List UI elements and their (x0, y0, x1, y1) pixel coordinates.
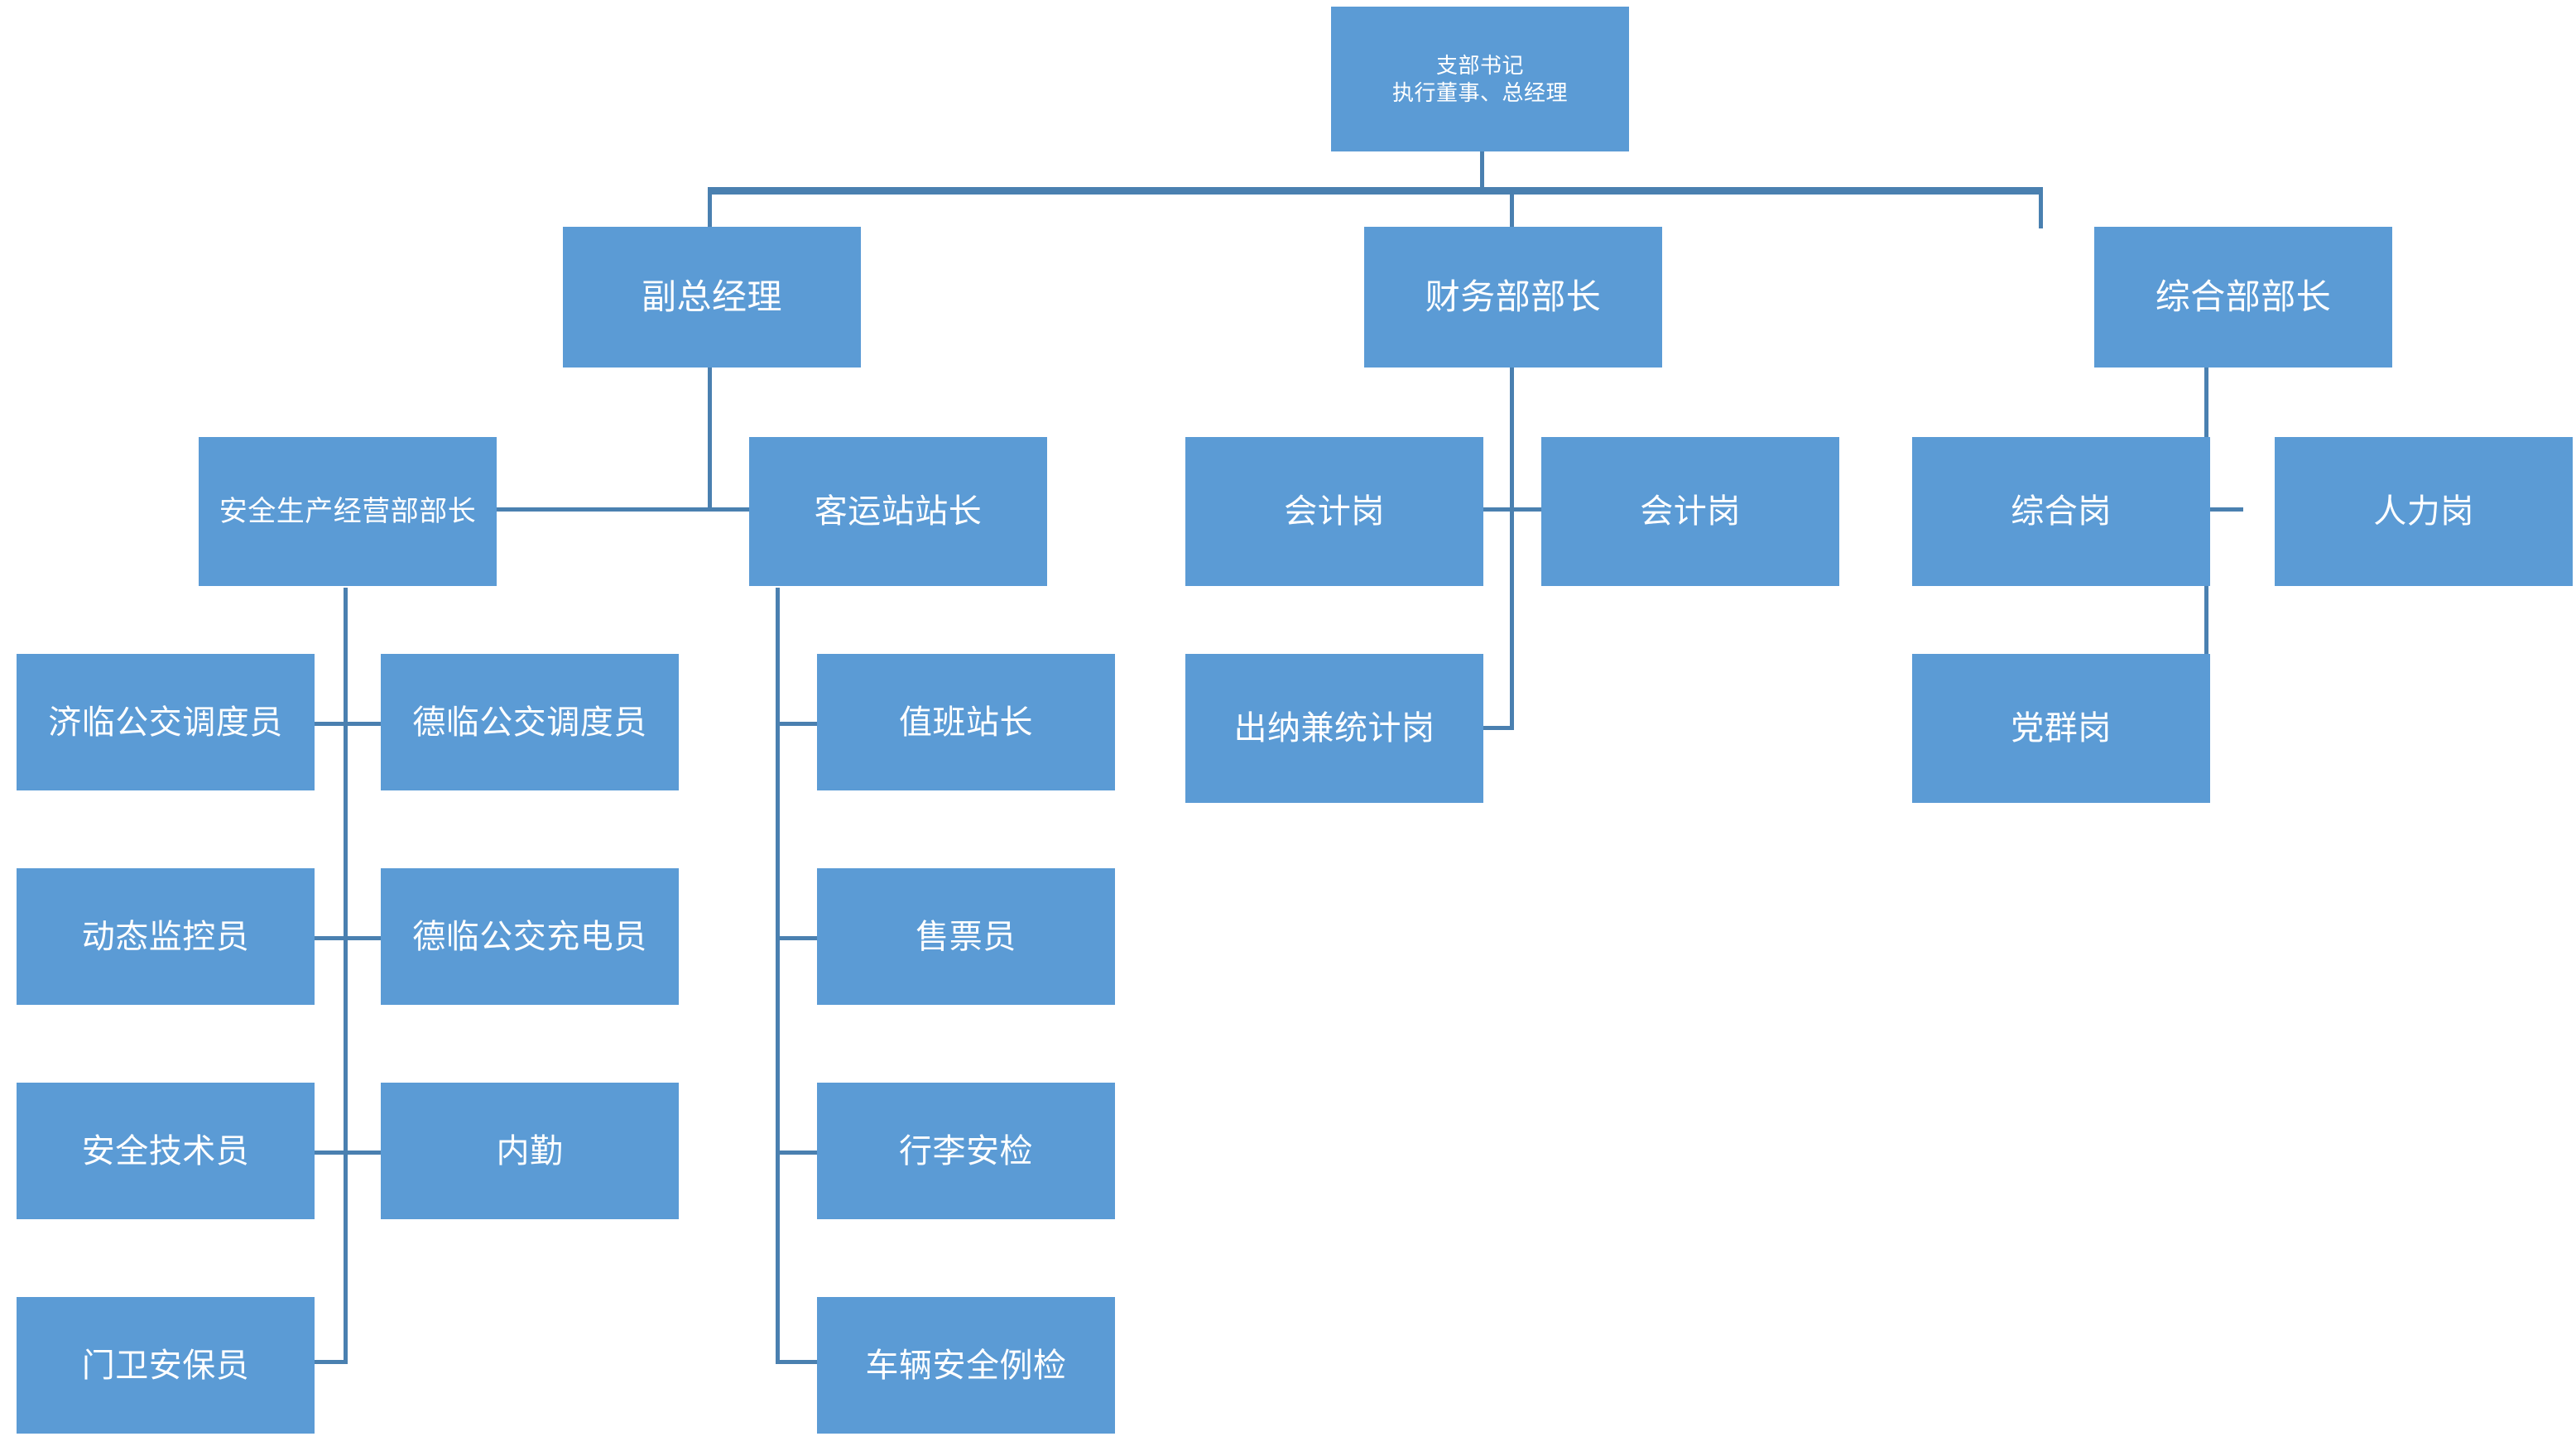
node-cashier-statistics-post-label: 出纳兼统计岗 (1233, 710, 1435, 747)
node-general-post[interactable]: 综合岗 (1912, 437, 2210, 586)
node-ticket-seller[interactable]: 售票员 (817, 868, 1115, 1005)
node-gate-security-guard-label: 门卫安保员 (81, 1347, 250, 1384)
connector-station-row-1 (776, 722, 817, 726)
connector-general-posts (2177, 507, 2243, 512)
node-finance-director-label: 财务部部长 (1425, 276, 1602, 316)
node-dynamic-monitor[interactable]: 动态监控员 (17, 868, 315, 1005)
node-dynamic-monitor-label: 动态监控员 (81, 918, 250, 955)
node-vice-general-manager-label: 副总经理 (641, 276, 782, 316)
connector-station-row-2 (776, 936, 817, 940)
connector-station-row-4 (776, 1360, 817, 1364)
connector-safety-row-4 (315, 1360, 348, 1364)
connector-vice-gm-stem (708, 366, 712, 509)
node-station-master-label: 客运站站长 (814, 493, 983, 530)
connector-station-trunk (776, 588, 780, 1363)
node-safety-technician-label: 安全技术员 (81, 1132, 250, 1170)
connector-drop-vice-gm (708, 187, 712, 228)
node-hr-post[interactable]: 人力岗 (2275, 437, 2573, 586)
node-delin-bus-dispatcher[interactable]: 德临公交调度员 (381, 654, 679, 790)
node-baggage-security-check-label: 行李安检 (899, 1132, 1033, 1170)
node-baggage-security-check[interactable]: 行李安检 (817, 1083, 1115, 1219)
connector-finance-trunk (1510, 366, 1514, 730)
node-vehicle-safety-inspection[interactable]: 车辆安全例检 (817, 1297, 1115, 1434)
node-hr-post-label: 人力岗 (2373, 493, 2474, 530)
connector-drop-finance (1510, 187, 1514, 228)
node-safety-production-director[interactable]: 安全生产经营部部长 (199, 437, 497, 586)
connector-vice-gm-crossbar (495, 507, 752, 512)
node-jilin-bus-dispatcher[interactable]: 济临公交调度员 (17, 654, 315, 790)
node-safety-production-director-label: 安全生产经营部部长 (219, 495, 477, 527)
node-party-mass-post[interactable]: 党群岗 (1912, 654, 2210, 803)
node-accountant-post-1-label: 会计岗 (1284, 493, 1385, 530)
node-finance-director[interactable]: 财务部部长 (1364, 227, 1662, 368)
node-station-master[interactable]: 客运站站长 (749, 437, 1047, 586)
node-gate-security-guard[interactable]: 门卫安保员 (17, 1297, 315, 1434)
node-accountant-post-2-label: 会计岗 (1640, 493, 1741, 530)
node-delin-bus-charger[interactable]: 德临公交充电员 (381, 868, 679, 1005)
node-delin-bus-charger-label: 德临公交充电员 (412, 918, 647, 955)
node-accountant-post-1[interactable]: 会计岗 (1185, 437, 1483, 586)
connector-station-row-3 (776, 1151, 817, 1155)
connector-finance-cashier (1482, 726, 1514, 730)
node-ticket-seller-label: 售票员 (916, 918, 1016, 955)
connector-safety-row-1 (315, 722, 385, 726)
node-accountant-post-2[interactable]: 会计岗 (1541, 437, 1839, 586)
connector-drop-general (2039, 187, 2043, 228)
connector-root-stem (1480, 151, 1484, 190)
connector-safety-trunk (344, 588, 348, 1363)
node-cashier-statistics-post[interactable]: 出纳兼统计岗 (1185, 654, 1483, 803)
connector-finance-accountants (1482, 507, 1544, 512)
node-root-line1: 支部书记 (1435, 53, 1524, 78)
node-root-line2: 执行董事、总经理 (1391, 79, 1568, 105)
node-safety-technician[interactable]: 安全技术员 (17, 1083, 315, 1219)
node-root[interactable]: 支部书记 执行董事、总经理 (1331, 7, 1629, 151)
node-general-affairs-director[interactable]: 综合部部长 (2094, 227, 2392, 368)
node-vehicle-safety-inspection-label: 车辆安全例检 (865, 1347, 1067, 1384)
node-vice-general-manager[interactable]: 副总经理 (563, 227, 861, 368)
node-delin-bus-dispatcher-label: 德临公交调度员 (412, 704, 647, 741)
connector-safety-row-3 (315, 1151, 385, 1155)
connector-safety-row-2 (315, 936, 385, 940)
node-jilin-bus-dispatcher-label: 济临公交调度员 (48, 704, 283, 741)
connector-top-bus (708, 187, 2042, 195)
node-internal-affairs-label: 内勤 (496, 1132, 564, 1170)
node-general-affairs-director-label: 综合部部长 (2155, 276, 2332, 316)
node-general-post-label: 综合岗 (2011, 493, 2112, 530)
node-internal-affairs[interactable]: 内勤 (381, 1083, 679, 1219)
node-party-mass-post-label: 党群岗 (2011, 710, 2112, 747)
node-duty-station-master-label: 值班站长 (899, 704, 1033, 741)
node-duty-station-master[interactable]: 值班站长 (817, 654, 1115, 790)
